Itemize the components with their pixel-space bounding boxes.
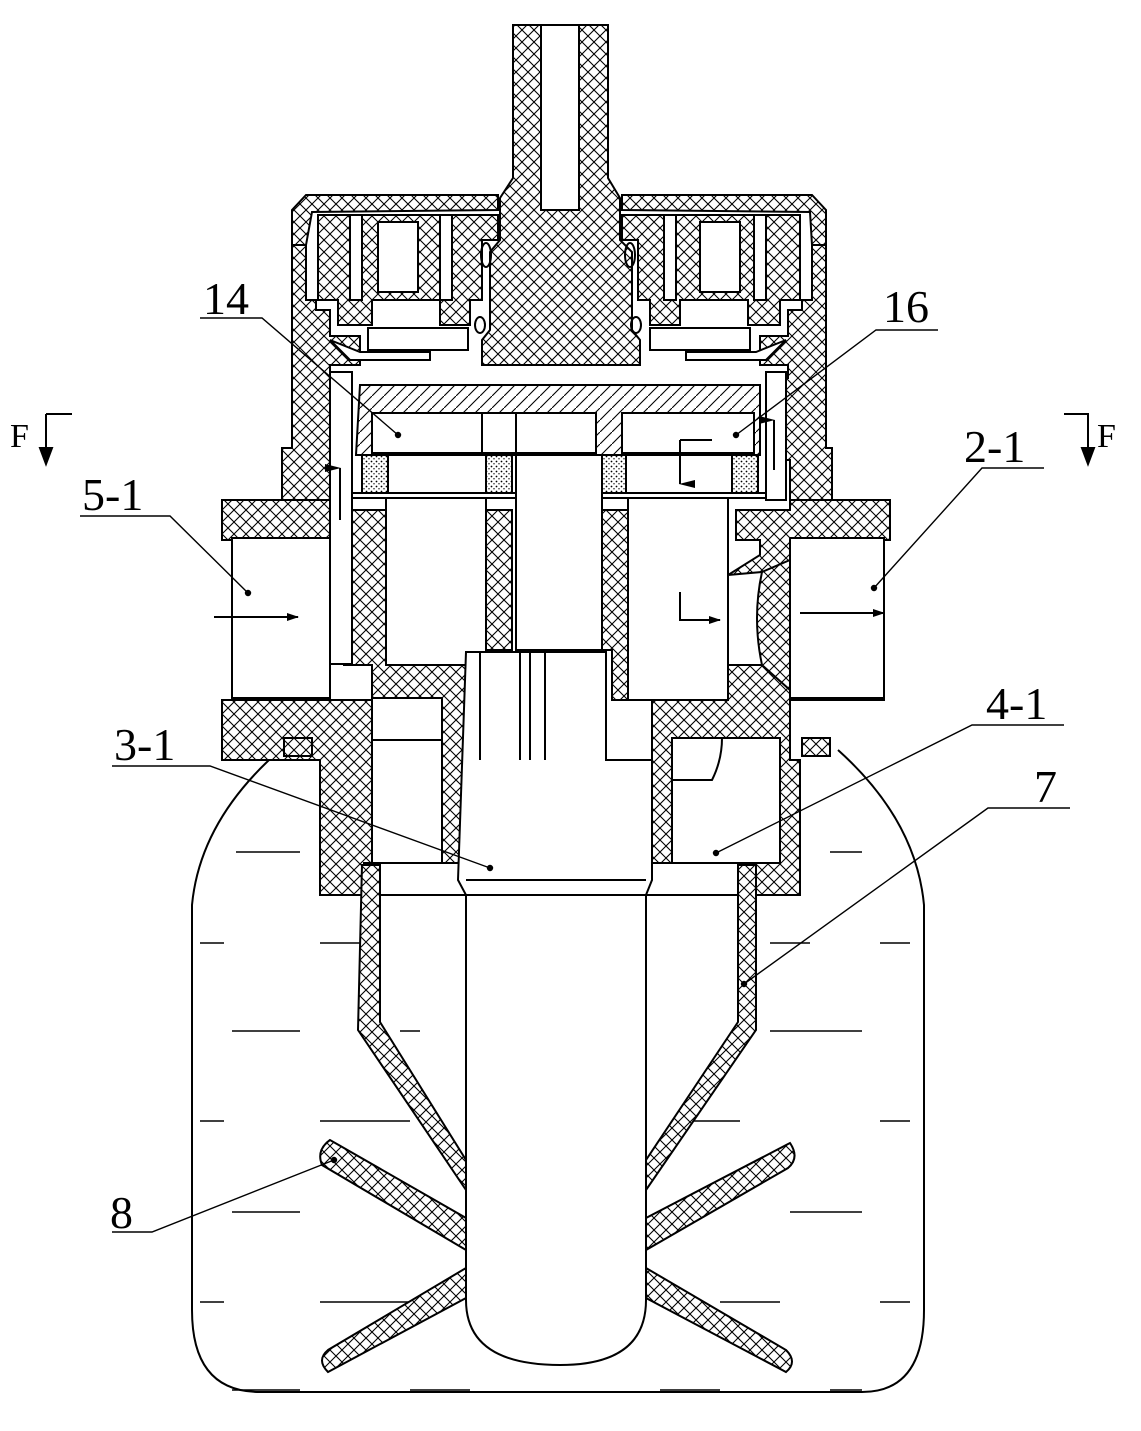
funnel-sleeve — [356, 864, 467, 1194]
label-16: 16 — [883, 281, 929, 332]
label-8: 8 — [110, 1187, 133, 1238]
label-7: 7 — [1034, 761, 1057, 812]
liquid-level-lines — [200, 851, 910, 1391]
center-tube — [456, 651, 653, 1367]
label-5-1: 5-1 — [82, 469, 144, 520]
outlet-bore — [789, 537, 885, 699]
label-4-1: 4-1 — [986, 678, 1048, 729]
agitator-blade — [319, 1138, 467, 1252]
section-label-right: F — [1097, 418, 1116, 455]
stem-bore — [540, 24, 580, 211]
section-marker-right — [1064, 413, 1089, 460]
left-chamber — [371, 412, 483, 454]
label-14: 14 — [203, 273, 249, 324]
label-2-1: 2-1 — [964, 421, 1026, 472]
label-3-1: 3-1 — [114, 719, 176, 770]
right-chamber — [621, 412, 755, 454]
section-label-left: F — [10, 418, 29, 455]
cap-cover — [291, 194, 499, 246]
bottle-outline — [191, 749, 925, 1393]
leader-lines — [80, 317, 1070, 1233]
